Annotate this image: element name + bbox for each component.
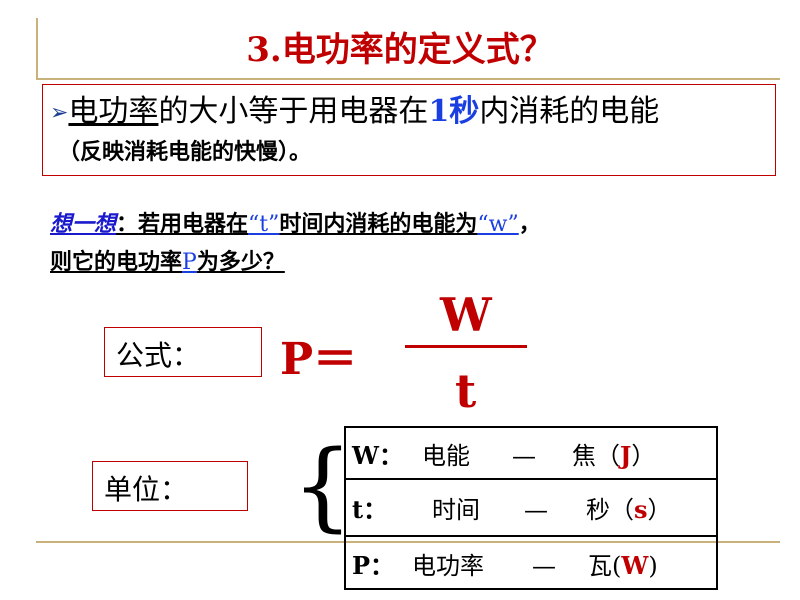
think-line2-a: 则它的电功率 [50, 249, 183, 275]
definition-line: ➢电功率的大小等于用电器在1秒内消耗的电能 [50, 86, 659, 130]
decorative-rule-vertical [36, 18, 38, 80]
formula-label: 公式： [116, 339, 201, 372]
think-var-w: “w” [477, 212, 519, 237]
unit-close: ) [648, 552, 658, 580]
unit-symbol: J [620, 441, 632, 470]
units-table [344, 426, 718, 590]
definition-highlight: 1秒 [428, 94, 480, 129]
definition-note: （反映消耗电能的快慢）。 [58, 139, 312, 165]
decorative-rule-bottom [36, 541, 780, 543]
units-row-energy: W： 电能 — 焦（J） [352, 436, 655, 471]
think-lead: 想一想 [50, 211, 117, 237]
unit-close: ） [647, 496, 672, 524]
quantity-name: 时间 [432, 496, 480, 524]
fraction-bar [405, 345, 527, 348]
unit-close: ） [631, 442, 656, 470]
units-row-time: t： 时间 — 秒（s） [352, 490, 672, 525]
think-line-1: 想一想：若用电器在“t”时间内消耗的电能为“w”， [50, 206, 541, 238]
formula-denominator: t [455, 364, 477, 418]
think-var-p: P [182, 250, 197, 275]
slide-title: 3.电功率的定义式？ [246, 30, 554, 70]
definition-box [42, 84, 776, 176]
bullet-arrow-icon: ➢ [50, 100, 69, 126]
quantity-name: 电功率 [412, 552, 484, 580]
definition-term: 电功率 [68, 94, 159, 129]
unit-symbol-label: W： [352, 441, 403, 470]
quantity-name: 电能 [422, 442, 470, 470]
unit-symbol: s [634, 495, 648, 524]
think-comma: ， [518, 211, 541, 237]
unit-symbol-label: P： [352, 551, 395, 580]
units-row-power: P： 电功率 — 瓦(W) [352, 546, 658, 581]
definition-text-b: 内消耗的电能 [479, 94, 660, 129]
unit-label: 单位： [104, 473, 189, 506]
unit-name: 秒（ [586, 496, 634, 524]
unit-symbol-label: t： [352, 495, 388, 524]
think-part1: 若用电器在 [138, 211, 249, 237]
units-table-separator [344, 535, 718, 537]
formula-lhs: P＝ [280, 334, 358, 385]
unit-name: 焦（ [572, 442, 620, 470]
curly-brace-icon: { [292, 430, 354, 542]
unit-label-box [92, 461, 248, 511]
think-var-t: “t” [248, 212, 280, 237]
unit-name: 瓦( [588, 552, 622, 580]
think-part2: 时间内消耗的电能为 [279, 211, 478, 237]
unit-symbol: W [621, 551, 649, 580]
decorative-rule-top [36, 78, 780, 80]
think-line2-b: 为多少？ [196, 249, 285, 275]
definition-text-a: 的大小等于用电器在 [158, 94, 429, 129]
think-line-2: 则它的电功率P为多少？ [50, 244, 285, 276]
units-table-separator [344, 478, 718, 480]
dash: — [524, 496, 548, 524]
dash: — [512, 442, 536, 470]
dash: — [532, 552, 556, 580]
formula-numerator: W [440, 288, 492, 342]
formula-label-box [104, 327, 262, 377]
think-colon: ： [116, 211, 139, 237]
